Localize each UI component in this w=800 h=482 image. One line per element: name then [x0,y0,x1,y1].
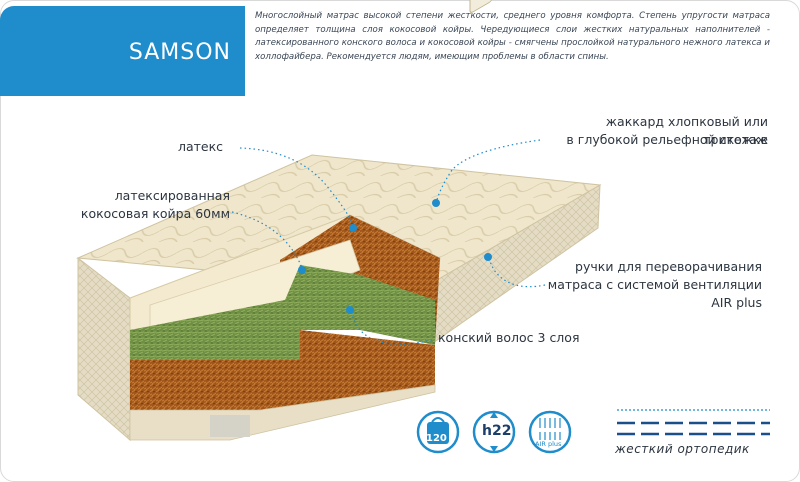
base-fabric [210,415,250,437]
callout-handles-1: ручки для переворачивания [575,259,762,274]
coir-lower-block [130,330,435,410]
leader-handles [487,256,546,288]
leader-lines [231,139,546,345]
weight-icon [427,422,449,444]
badge-weight [416,410,460,454]
height-value: h22 [482,423,512,439]
callout-cover-1: жаккард хлопковый или трикотаж [605,114,768,147]
air-badge-label: AIR plus [535,440,562,448]
title-bar: SAMSON [0,6,245,96]
dot-coir [298,266,306,274]
product-title: SAMSON [128,40,231,65]
firmness-label: жесткий ортопедик [615,442,750,456]
dot-handles [484,253,492,261]
callout-handles-3: AIR plus [711,295,762,310]
callout-coir-2: кокосовая койра 60мм [80,206,230,221]
dot-horsehair [346,306,354,314]
callout-handles-2: матраса с системой вентиляции [547,277,762,292]
badge-air [528,410,572,454]
dot-latex [349,224,357,232]
bottom-layer [129,384,436,441]
mattress-front [77,256,131,442]
horsehair-layer [130,265,435,360]
leader-dots [298,199,492,314]
weight-value: 120 [426,433,447,444]
air-ventilation-icon [539,418,561,440]
callout-cover-2: в глубокой рельефной стежке [566,132,768,147]
dot-cover [432,199,440,207]
callout-horsehair: конский волос 3 слоя [438,330,580,345]
badge-height [472,410,516,454]
callout-coir-1: латексированная [114,188,230,203]
handle-icon [469,0,493,13]
callout-latex: латекс [178,139,224,154]
firmness-legend-lines [617,409,770,436]
product-description: Многослойный матрас высокой степени жест… [255,11,770,62]
